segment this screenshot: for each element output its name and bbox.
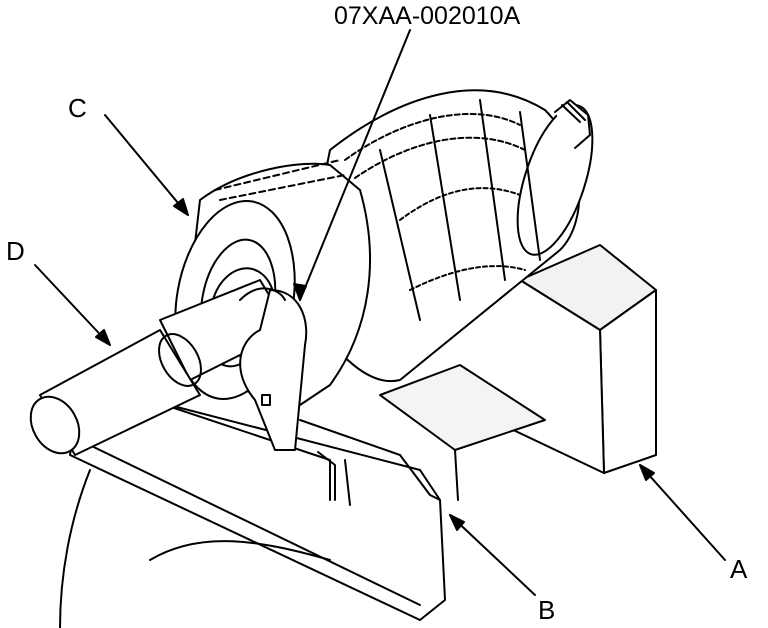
- arrowhead-d: [95, 329, 111, 346]
- leader-d: [34, 264, 111, 346]
- support-block-a: [379, 244, 657, 501]
- leader-part-number: [299, 29, 411, 301]
- arrowhead-c: [173, 198, 189, 216]
- leader-c: [104, 114, 189, 216]
- arrowhead-part-number: [293, 283, 307, 301]
- special-tool-wrench: [239, 287, 308, 451]
- leader-lines: [34, 29, 726, 596]
- part-number-label: 07XAA-002010A: [334, 2, 521, 30]
- label-a: A: [730, 554, 748, 584]
- leader-b: [449, 514, 536, 596]
- label-c: C: [68, 93, 87, 123]
- label-b: B: [538, 595, 556, 625]
- label-d: D: [6, 236, 25, 266]
- arrowhead-b: [449, 514, 465, 531]
- leader-a: [639, 464, 726, 561]
- arrowhead-a: [639, 464, 655, 481]
